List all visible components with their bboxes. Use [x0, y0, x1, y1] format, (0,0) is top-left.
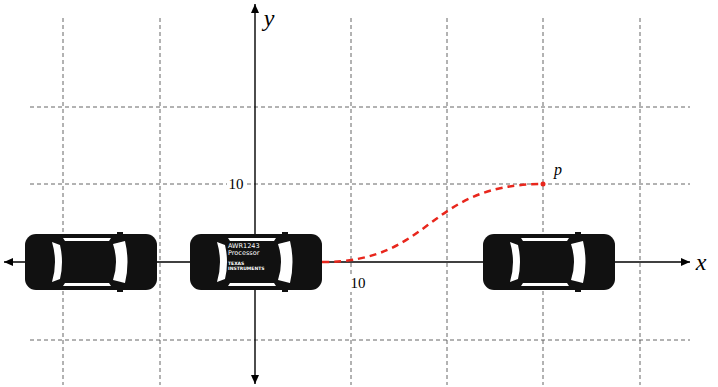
car-icon [25, 232, 157, 292]
radar-car: AWR1243 ProcessorTEXAS INSTRUMENTS [190, 232, 322, 292]
tick-value: 10 [349, 275, 368, 292]
grid-lines [30, 18, 690, 385]
trajectory-curve [322, 184, 543, 262]
car-icon [190, 232, 322, 292]
chip-name: AWR1243 Processor [228, 243, 264, 258]
chip-label: AWR1243 ProcessorTEXAS INSTRUMENTS [228, 243, 274, 271]
point-name: p [554, 162, 562, 178]
vendor-logo: TEXAS INSTRUMENTS [228, 261, 274, 271]
axis-name: y [264, 6, 275, 30]
car-body [190, 232, 322, 292]
axis-name: x [696, 250, 707, 274]
y-axis [254, 4, 255, 384]
car-icon [483, 232, 615, 292]
tick-value: 10 [227, 176, 246, 193]
target-point [541, 182, 546, 187]
